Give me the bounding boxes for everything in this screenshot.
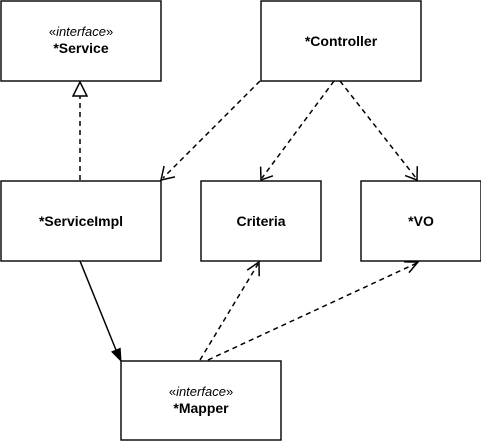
serviceimpl-box[interactable]: *ServiceImpl: [0, 180, 162, 262]
dependency-arrowhead-criteria: [259, 166, 274, 182]
dependency-arrowhead-mapper-vo: [404, 261, 420, 274]
association-serviceimpl-to-mapper: [79, 260, 117, 351]
service-stereotype: «interface»: [49, 24, 113, 39]
vo-name: *VO: [408, 213, 434, 229]
dependency-controller-to-criteria: [261, 80, 335, 179]
connectors: [71, 80, 420, 363]
service-name: *Service: [53, 40, 108, 56]
association-filled-arrowhead: [111, 347, 122, 363]
controller-name: *Controller: [305, 33, 378, 49]
dependency-controller-to-vo: [339, 80, 417, 179]
dependency-mapper-to-criteria: [199, 263, 259, 361]
mapper-name: *Mapper: [173, 400, 229, 416]
dependency-controller-to-serviceimpl: [162, 80, 261, 179]
criteria-box[interactable]: Criteria: [200, 180, 322, 262]
vo-box[interactable]: *VO: [360, 180, 481, 262]
mapper-interface-box[interactable]: «interface» *Mapper: [120, 360, 282, 441]
dependency-arrowhead-mapper-criteria: [246, 260, 260, 277]
mapper-stereotype: «interface»: [169, 384, 233, 399]
dependency-mapper-to-vo: [207, 262, 418, 361]
service-interface-box[interactable]: «interface» *Service: [0, 0, 162, 82]
serviceimpl-name: *ServiceImpl: [39, 213, 123, 229]
criteria-name: Criteria: [236, 213, 285, 229]
dependency-arrowhead-serviceimpl: [160, 165, 176, 181]
realization-triangle-head: [71, 80, 89, 97]
controller-box[interactable]: *Controller: [260, 0, 422, 82]
dependency-arrowhead-vo: [404, 166, 419, 182]
